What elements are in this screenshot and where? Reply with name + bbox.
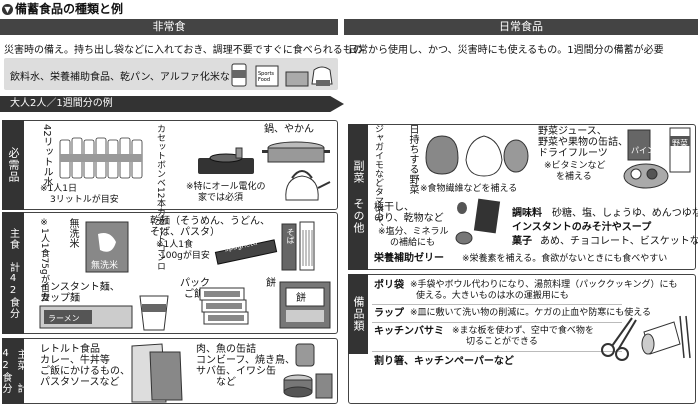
water-bottles-icon (59, 137, 143, 179)
scissors-note2: 切ることができる (466, 337, 538, 347)
canned1: 肉、魚の缶詰 (196, 344, 256, 355)
bag-label: ポリ袋 (374, 280, 404, 291)
jelly-note: ※栄養素を補える。食欲がないときにも食べやすい (462, 254, 668, 264)
juice5: を補える (556, 172, 592, 182)
dry-noodles-icon (214, 221, 315, 271)
page-title: ▼備蓄食品の種類と例 (2, 0, 123, 17)
soba-text: そば (286, 228, 295, 244)
retort4: パスタソースなど (40, 377, 120, 388)
canned3: サバ缶、イワシ缶 (196, 366, 276, 377)
emergency-goods-icon: Sports Food (231, 63, 333, 87)
pine-text: パイン (631, 146, 655, 155)
daily-header: 日常食品 (344, 19, 698, 35)
supplies-label: 備品類 (348, 274, 368, 354)
dry-note1: ※1人1食 (156, 240, 193, 250)
seasoning-items: 砂糖、塩、しょうゆ、めんつゆなど (552, 208, 698, 219)
dry-note2: 100gが目安 (160, 251, 210, 261)
sweets-items: あめ、チョコレート、ビスケットなど (540, 236, 698, 247)
side-dish-label: 副菜 その他 (348, 124, 368, 270)
ume1: 梅干し、 (374, 202, 414, 213)
scissors-paper-icon (601, 315, 691, 361)
juice2: 野菜や果物の缶詰、 (538, 137, 628, 148)
sweets-label: 菓子 (512, 236, 532, 247)
rice-bag-icon (85, 221, 129, 273)
rice-note: ※1人1食75gが目安 (39, 218, 49, 302)
ramen-text: ラーメン (48, 314, 80, 323)
juice3: ドライフルーツ (538, 148, 608, 159)
pack-rice1: パック (180, 278, 210, 289)
canned-goods-icon (283, 343, 333, 399)
instant-soup: インスタントのみそ汁やスープ (512, 222, 652, 233)
bag-note1: ※手袋やボウル代わりになり、湯煎料理（パッククッキング）にも (410, 280, 678, 290)
bag-note2: 使える。大きいものは水の運搬用にも (416, 291, 569, 301)
household-label: 大人2人／1週間分の例 (0, 96, 344, 112)
divider (372, 322, 622, 323)
stove-note1: ※特にオール電化の (186, 182, 266, 192)
daily-description: 日常から使用し、かつ、災害時にも使えるもの。1週間分の備蓄が必要 (348, 45, 664, 56)
wrap-label: ラップ (374, 308, 404, 319)
water-note1: ※1人1日 (40, 184, 77, 194)
staple-label: 必需品 (2, 120, 24, 210)
main-food-label: 主食 計42食分 (2, 212, 24, 334)
vegetables-icon (425, 135, 529, 177)
instant-title1: インスタント麺、 (40, 282, 120, 293)
dry-title1: 乾麺（そうめん、うどん、 (150, 216, 270, 227)
veg-title2: 日持ちする野菜 (407, 124, 418, 194)
divider (372, 351, 622, 352)
water-note2: 3リットルが目安 (50, 195, 119, 205)
gas-stove-icon (198, 147, 254, 174)
juice4: ※ビタミンなど (544, 161, 606, 171)
veg-note: ※食物繊維などを補える (420, 184, 518, 194)
retort-pouch-icon (131, 343, 183, 403)
stove-title: カセットボンベ12本カセットコンロ (155, 124, 165, 271)
retort3: ご飯にかけるもの、 (40, 366, 130, 377)
divider (372, 304, 622, 305)
examples-text: 飲料水、栄養補助食品、乾パン、アルファ化米など (10, 72, 240, 83)
title-text: 備蓄食品の種類と例 (15, 2, 124, 16)
dry-title2: そば、パスタ） (150, 227, 220, 238)
scissors-note1: ※まな板を使わず、空中で食べ物を (452, 326, 594, 336)
rice-title: 無洗米 (67, 218, 78, 248)
ume4: の補給にも (390, 238, 436, 248)
main-dish-label: 主菜 計42食分 (0, 338, 26, 404)
jelly-label: 栄養補助ゼリー (374, 253, 444, 264)
pot-title: 鍋、やかん (264, 124, 314, 135)
wrap-note: ※皿に敷いて洗い物の削減に。ケガの止血や防寒にも使える (410, 308, 652, 318)
pack-rice2: ご飯 (184, 289, 204, 300)
mochi-pack-icon (279, 281, 331, 329)
mochi-text: 餅 (296, 293, 306, 304)
veg-box-text: 野菜 (672, 139, 688, 148)
pack-rice-icon (199, 287, 249, 325)
water-title: 42リットル水 (41, 124, 52, 187)
mochi-title: 餅 (266, 278, 276, 289)
bullet-icon: ▼ (2, 4, 13, 15)
emergency-header: 非常食 (0, 19, 338, 35)
instant-title2: カップ麺 (40, 293, 80, 304)
ume3: ※塩分、ミネラル (378, 227, 449, 237)
retort1: レトルト食品 (40, 344, 100, 355)
stove-note2: 家では必須 (198, 193, 244, 203)
retort2: カレー、牛丼等 (40, 355, 110, 366)
misc-label: 割り箸、キッチンペーパーなど (374, 356, 514, 367)
canned4: など (216, 377, 236, 388)
rice-bag-text: 無洗米 (91, 261, 119, 271)
scissors-label: キッチンバサミ (374, 326, 444, 337)
dried-food-icon (455, 198, 501, 245)
ume2: のり、乾物など (374, 213, 444, 224)
seasoning-label: 調味料 (512, 208, 542, 219)
svg-text:Food: Food (258, 77, 270, 83)
emergency-description: 災害時の備え。持ち出し袋などに入れておき、調理不要ですぐに食べられるもの (4, 45, 363, 56)
svg-text:Sports: Sports (258, 71, 274, 77)
juice1: 野菜ジュース、 (538, 126, 607, 137)
emergency-examples: 飲料水、栄養補助食品、乾パン、アルファ化米など Sports Food (4, 58, 338, 90)
canned2: コンビーフ、焼き鳥、 (196, 355, 295, 366)
instant-noodles-icon (39, 295, 169, 331)
juice-fruit-icon (623, 127, 691, 189)
pot-kettle-icon (262, 141, 331, 201)
veg-title: ジャガイモなどタマネギ、 (373, 124, 383, 232)
